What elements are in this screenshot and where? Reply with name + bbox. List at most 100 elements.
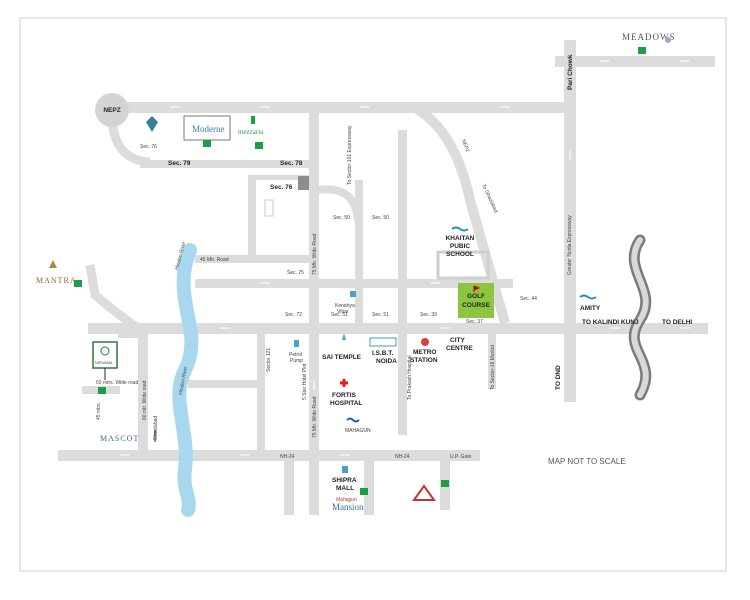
sec44-label: Sec. 44 xyxy=(520,296,537,302)
sec79-label: Sec. 79 xyxy=(168,160,191,167)
petrol-pump-icon xyxy=(294,340,299,347)
sec50a-label: Sec. 50 xyxy=(333,215,350,221)
city-centre-label-2: CENTRE xyxy=(446,345,473,352)
road-sector121-spur xyxy=(188,380,258,388)
road-sec79 xyxy=(140,160,315,168)
up-gate-label: U.P. Gate xyxy=(450,454,472,460)
sec51b-label: Sec. 51 xyxy=(372,312,389,318)
marker-meadows[interactable] xyxy=(638,47,646,54)
isbt-label-1: I.S.B.T. xyxy=(372,350,394,357)
sec50b-label: Sec. 50 xyxy=(372,215,389,221)
sec75-label: Sec. 75 xyxy=(287,270,304,276)
mtr75-label-a: 75 Mtr. Wide Road xyxy=(312,233,318,275)
marker-mezzaria[interactable] xyxy=(255,142,263,149)
project-mascot: MASCOT xyxy=(100,434,139,443)
mahagun-label: MAHAGUN xyxy=(345,428,371,434)
ghaziabad-label: Ghaziabad xyxy=(153,416,159,440)
road-nepz-diagonal xyxy=(412,103,510,325)
metro-label-1: METRO xyxy=(413,349,436,356)
marker-moderne[interactable] xyxy=(203,140,211,147)
to-sector18-label: To Sector-18 Market xyxy=(490,344,496,390)
fortis-label-1: FORTIS xyxy=(332,392,356,399)
road-expressway-vertical xyxy=(564,40,576,402)
sai-temple-icon xyxy=(342,333,346,340)
road-below-nh24-a xyxy=(284,455,294,515)
isbt-label-2: NOIDA xyxy=(376,358,397,365)
road-mantra-curve xyxy=(85,264,141,332)
mascot-label: MASCOT xyxy=(100,434,139,443)
expressway-label: Greater Noida Expressway xyxy=(567,215,573,275)
project-mantra: MANTRA xyxy=(36,260,82,287)
marker-mansion[interactable] xyxy=(360,488,368,495)
sec76-logo-icon xyxy=(146,116,158,132)
marker-triangle[interactable] xyxy=(441,480,449,487)
project-mezzaria: mezzaria xyxy=(238,116,264,149)
road-network xyxy=(58,40,715,515)
road-sector18 xyxy=(488,334,496,389)
golf-label-2: COURSE xyxy=(462,302,490,309)
mtr60b-label: 60 mtr. Wide road xyxy=(142,380,148,420)
road-45mtr xyxy=(195,255,315,263)
sec76-marker-grey xyxy=(298,176,309,190)
khaitan-label-2: PUBIC xyxy=(450,243,471,250)
shipra-icon xyxy=(342,466,348,473)
road-dashes xyxy=(120,60,690,456)
khaitan-grounds xyxy=(436,250,490,280)
project-nirvana: NIRVANA xyxy=(92,341,118,394)
to-delhi-label: TO DELHI xyxy=(662,319,692,326)
mezzaria-label: mezzaria xyxy=(238,128,264,136)
road-prakash-vertical xyxy=(398,130,407,435)
pari-chowk-label: Pari Chowk xyxy=(567,54,574,90)
marker-nirvana[interactable] xyxy=(98,387,106,394)
fortis-label-2: HOSPITAL xyxy=(330,400,362,407)
sec76-box-label: Sec. 76 xyxy=(270,184,293,191)
road-sec76-top xyxy=(248,175,310,184)
nirvana-label: NIRVANA xyxy=(95,360,113,365)
mantra-label: MANTRA xyxy=(36,276,77,285)
sec76-label: Sec. 76 xyxy=(140,144,157,150)
sec76-building xyxy=(264,199,274,217)
moderne-label: Moderne xyxy=(192,124,225,134)
meadows-logo-icon xyxy=(665,37,671,43)
mtr45b-label: 45 mtrs. xyxy=(96,402,102,420)
road-sec50-curve xyxy=(317,185,362,221)
road-sec50-vertical xyxy=(355,180,363,330)
nepz-label: NEPZ xyxy=(103,107,120,114)
khaitan-label-3: SCHOOL xyxy=(446,251,474,258)
project-moderne: Moderne xyxy=(183,115,231,147)
warning-triangle-icon xyxy=(412,484,436,501)
nepz-roundabout xyxy=(95,93,129,127)
sec39-label: Sec. 39 xyxy=(420,312,437,318)
sec72-label: Sec. 72 xyxy=(285,312,302,318)
sector121-label: Sector 121 xyxy=(266,348,272,372)
road-top-right xyxy=(555,56,715,67)
to-dnd-label: TO DND xyxy=(555,365,562,390)
marker-mantra[interactable] xyxy=(74,280,82,287)
road-sec75 xyxy=(195,279,513,288)
nh24-label-left: NH-24 xyxy=(280,454,295,460)
road-left-stub xyxy=(118,330,148,338)
hindon-river xyxy=(172,243,199,517)
metro-icon xyxy=(421,338,429,346)
mahagun-logo-icon xyxy=(346,417,360,423)
golf-label-1: GOLF xyxy=(467,293,485,300)
kendriya-icon xyxy=(350,291,356,297)
yamuna-river-inner xyxy=(631,237,649,398)
road-sec76-left xyxy=(248,180,256,258)
road-75mtr-vertical xyxy=(309,113,319,515)
petrol-label-1: Petrol xyxy=(289,352,302,358)
amity-logo-icon xyxy=(579,294,597,300)
road-nepz xyxy=(115,102,575,113)
metro-label-2: STATION xyxy=(410,357,438,364)
to-kalindi-kunj-label: TO KALINDI KUNJ xyxy=(582,319,639,326)
road-nh24 xyxy=(58,450,480,461)
meadows-label: MEADOWS xyxy=(622,32,676,42)
mtr60-label: 60 mtrs. Wide road xyxy=(96,380,138,386)
nepz-diag-label: NEPZ xyxy=(460,139,470,154)
to-prakash-label: To Prakash Hospital xyxy=(407,356,413,400)
road-below-nh24-b xyxy=(364,455,374,515)
mantra-logo-icon xyxy=(49,260,57,268)
road-60mtr-vertical xyxy=(138,330,148,450)
sai-temple-label: SAI TEMPLE xyxy=(322,354,362,361)
